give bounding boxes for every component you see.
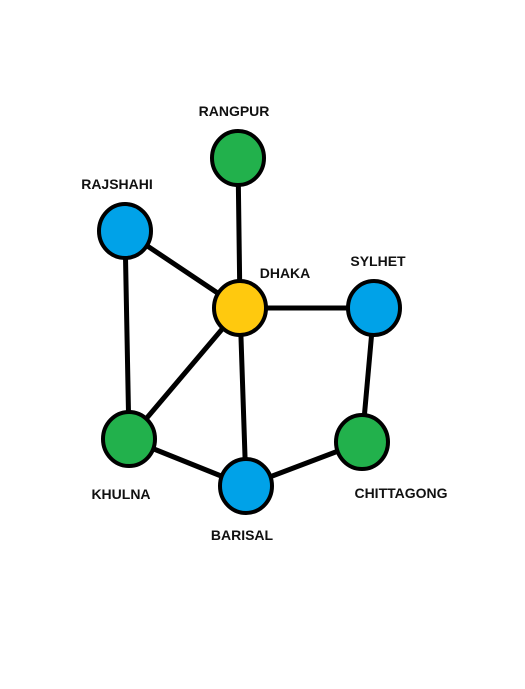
edge-dhaka-barisal [237, 305, 249, 489]
node-rajshahi [97, 202, 153, 260]
labels-layer: RANGPUR RAJSHAHI DHAKA SYLHET KHULNA CHITTAGO… [81, 103, 447, 543]
node-khulna [101, 410, 157, 468]
node-sylhet [346, 279, 402, 337]
node-label-khulna: KHULNA [91, 486, 150, 502]
nodes-layer [97, 129, 402, 515]
node-label-chittagong: CHITTAGONG [354, 485, 447, 501]
node-label-rangpur: RANGPUR [199, 103, 270, 119]
edge-dhaka-khulna [126, 305, 243, 442]
node-label-sylhet: SYLHET [350, 253, 406, 269]
node-chittagong [334, 413, 390, 471]
node-label-barisal: BARISAL [211, 527, 274, 543]
node-rangpur [210, 129, 266, 187]
node-dhaka [212, 279, 268, 337]
node-barisal [218, 457, 274, 515]
edge-rajshahi-khulna [122, 228, 132, 442]
node-label-rajshahi: RAJSHAHI [81, 176, 153, 192]
node-label-dhaka: DHAKA [260, 265, 311, 281]
